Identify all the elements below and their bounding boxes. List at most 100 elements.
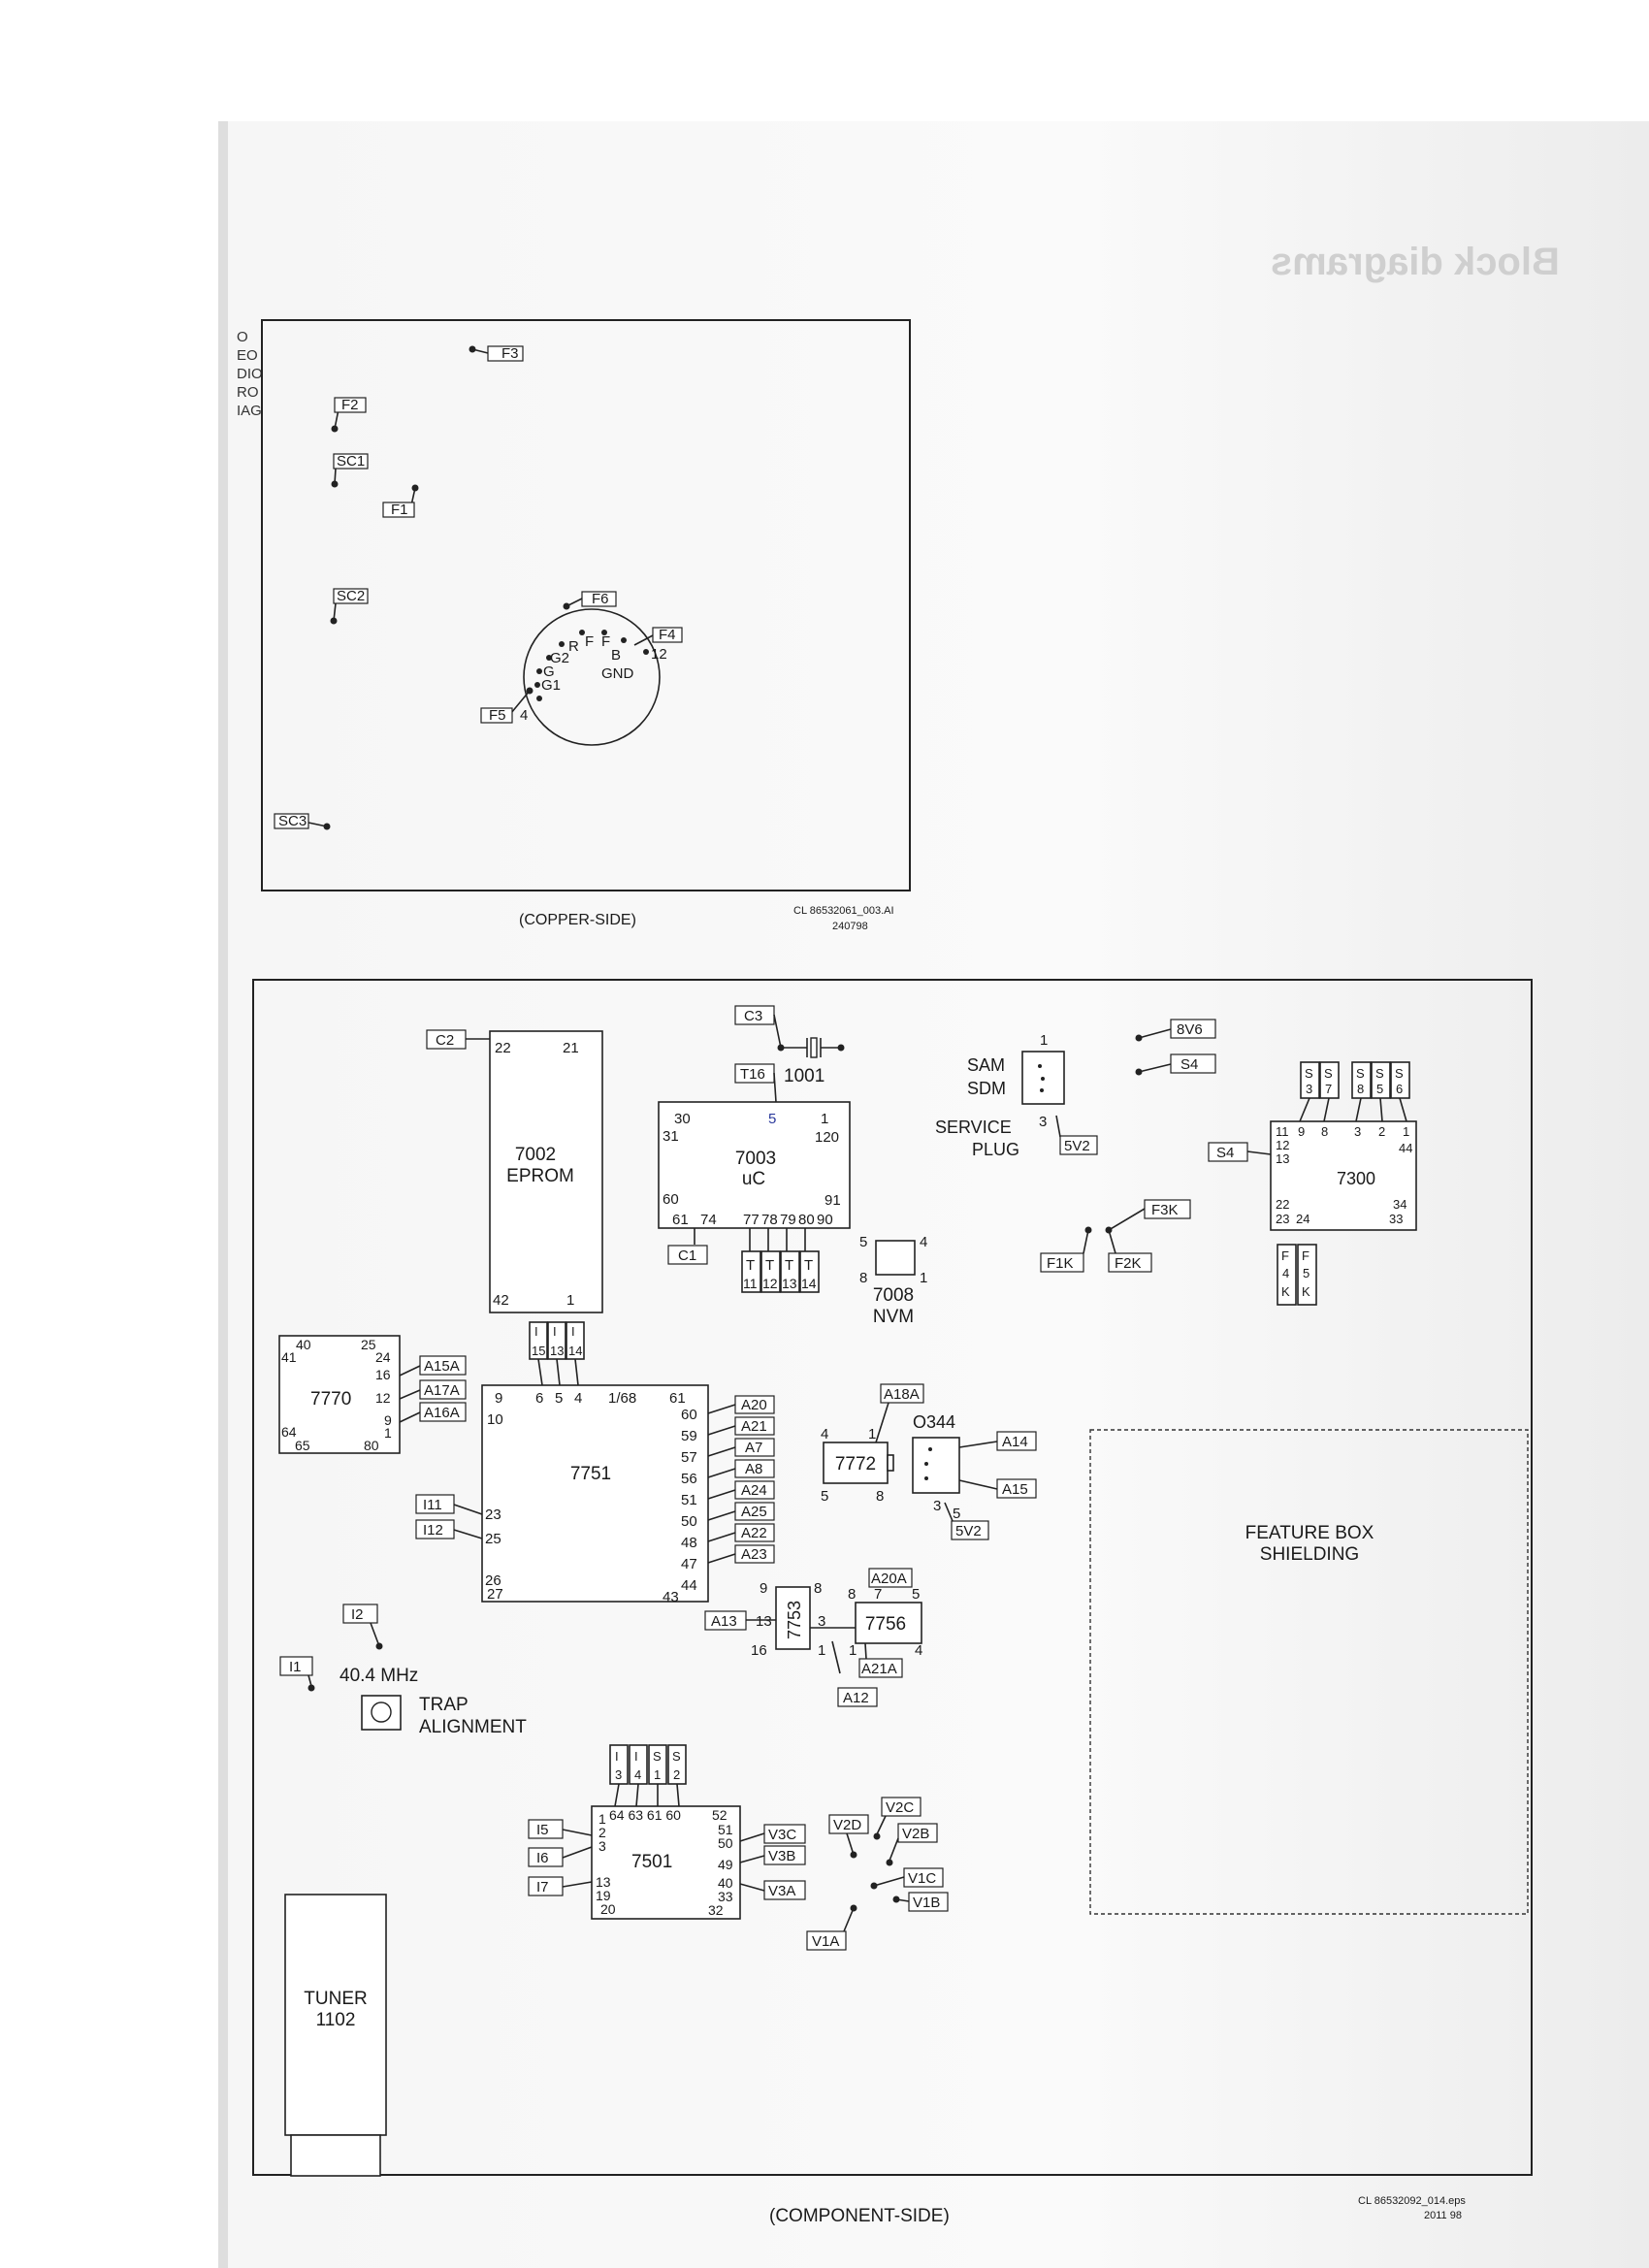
eprom-pin-21: 21 <box>563 1040 579 1056</box>
ic7300-pin-2: 2 <box>1378 1124 1385 1139</box>
ic7772-a18a-label: A18A <box>880 1383 924 1404</box>
ic7501-pad-s2-a: S <box>672 1749 681 1764</box>
ic7770-pin-24: 24 <box>375 1349 391 1365</box>
uc-7003 <box>658 1101 851 1229</box>
v2c-wire <box>876 1815 887 1835</box>
ic7751-a25-label: A25 <box>734 1502 775 1521</box>
ic7300-pad-s5-b: 5 <box>1376 1082 1383 1096</box>
svg-text:A21A: A21A <box>861 1661 897 1677</box>
svg-text:A15: A15 <box>1002 1481 1028 1498</box>
uc-pin-5: 5 <box>768 1111 776 1127</box>
v2b-label: V2B <box>897 1823 938 1843</box>
ic7751-top-pads <box>529 1321 585 1386</box>
svg-text:F1: F1 <box>391 502 408 518</box>
ic-7772 <box>823 1442 889 1484</box>
ic7300-pad-s6-b: 6 <box>1396 1082 1403 1096</box>
svg-text:F4: F4 <box>659 627 676 643</box>
svg-text:C2: C2 <box>436 1032 454 1049</box>
svg-text:C3: C3 <box>744 1008 762 1024</box>
ic7751-pad-i14-b: 14 <box>568 1344 582 1358</box>
svg-text:V3B: V3B <box>768 1848 795 1864</box>
ic7756-a12-label: A12 <box>837 1687 878 1707</box>
ic7501-v3c-label: V3C <box>763 1824 806 1844</box>
o344-contact <box>924 1462 928 1466</box>
uc-pin-61: 61 <box>672 1212 689 1228</box>
ic7501-pad-i4-b: 4 <box>634 1767 641 1782</box>
ic7300-pin-1: 1 <box>1403 1124 1409 1139</box>
crt-pin-gnd: GND <box>601 665 634 682</box>
svg-text:A25: A25 <box>741 1504 767 1520</box>
svg-text:F5: F5 <box>489 707 506 724</box>
ic7501-top-pins: 64 63 61 60 <box>609 1807 681 1823</box>
margin-fragment: RO <box>237 384 259 401</box>
tuner-name: TUNER <box>304 1989 367 2009</box>
ic7751-pin-1-68: 1/68 <box>608 1390 636 1407</box>
nvm-pin-4: 4 <box>920 1234 927 1250</box>
crt-pin-12: 12 <box>651 646 667 663</box>
service-sam: SAM <box>967 1055 1005 1075</box>
component-side-frame <box>252 979 1533 2176</box>
ic7501-pin-52: 52 <box>712 1807 728 1823</box>
service-5v2-label: 5V2 <box>1059 1135 1098 1155</box>
ic7751-pad-i15-a: I <box>534 1324 538 1339</box>
uc-pin-31: 31 <box>663 1128 679 1145</box>
o344-pin-3: 3 <box>933 1498 941 1514</box>
o344-ref: O344 <box>913 1412 955 1432</box>
ic7300-pin-9: 9 <box>1298 1124 1305 1139</box>
eprom-7002 <box>489 1030 603 1313</box>
ic7772-notch <box>887 1454 894 1472</box>
ic7770-a16a-wire <box>399 1411 421 1423</box>
ic7300-ref: 7300 <box>1337 1169 1375 1188</box>
ic7751-pin-5: 5 <box>555 1390 563 1407</box>
ic7770-pin-16: 16 <box>375 1367 391 1382</box>
svg-text:V1C: V1C <box>908 1870 936 1887</box>
o344-a14-wire <box>958 1441 998 1448</box>
trap-i1-point <box>307 1684 315 1692</box>
tuner-1102 <box>284 1894 387 2136</box>
svg-text:I7: I7 <box>536 1879 549 1895</box>
ic7751-pin-56: 56 <box>681 1471 697 1487</box>
ic7756-ref: 7756 <box>865 1614 906 1635</box>
nvm-pin-8: 8 <box>859 1270 867 1286</box>
f3k-label: F3K <box>1144 1199 1191 1219</box>
test-t14-letter: T <box>804 1257 813 1274</box>
ic7501-pin-51: 51 <box>718 1822 733 1837</box>
ic7751-pin-25: 25 <box>485 1531 501 1547</box>
ic7756-a21a-wire <box>864 1642 867 1660</box>
ic7770-pin-25: 25 <box>361 1337 376 1352</box>
component-side-caption: (COMPONENT-SIDE) <box>769 2206 950 2226</box>
ic7770-ref: 7770 <box>310 1389 351 1409</box>
o344-a15-wire <box>958 1479 998 1490</box>
ic7501-pin-3: 3 <box>598 1838 606 1854</box>
svg-text:T16: T16 <box>740 1066 765 1083</box>
crt-pin-g: G <box>543 664 555 680</box>
o344-5v2-wire <box>944 1502 954 1522</box>
ic7756-pin-5: 5 <box>912 1586 920 1603</box>
trap-i2-point <box>375 1642 383 1650</box>
svg-text:SC3: SC3 <box>278 813 307 829</box>
feature-box-shielding <box>1089 1429 1529 1915</box>
svg-text:F2K: F2K <box>1115 1255 1142 1272</box>
ic7501-pin-2: 2 <box>598 1825 606 1840</box>
ic7501-pin-49: 49 <box>718 1857 733 1872</box>
ic7772-pin-1: 1 <box>868 1426 876 1442</box>
nvm-7008 <box>875 1240 916 1276</box>
copper-side-caption: (COPPER-SIDE) <box>519 912 636 928</box>
copper-side-frame <box>261 319 911 891</box>
uc-pin-78: 78 <box>761 1212 778 1228</box>
svg-text:I1: I1 <box>289 1659 302 1675</box>
ic7300-pin-3: 3 <box>1354 1124 1361 1139</box>
uc-test-pads <box>741 1228 820 1293</box>
ic7772-pin-5: 5 <box>821 1488 828 1505</box>
ic7501-i6-label: I6 <box>528 1847 564 1867</box>
o344-contact <box>924 1476 928 1480</box>
ic7753-pin-8: 8 <box>814 1580 822 1597</box>
eprom-pin-42: 42 <box>493 1292 509 1309</box>
eprom-c2-label: C2 <box>426 1029 467 1050</box>
f3-leader <box>471 348 489 354</box>
ic7300-pin-11: 11 <box>1276 1124 1289 1139</box>
v1c-label: V1C <box>903 1867 944 1888</box>
ic7751-pin-23: 23 <box>485 1507 501 1523</box>
svg-text:F1K: F1K <box>1047 1255 1074 1272</box>
o344-connector <box>912 1437 960 1494</box>
